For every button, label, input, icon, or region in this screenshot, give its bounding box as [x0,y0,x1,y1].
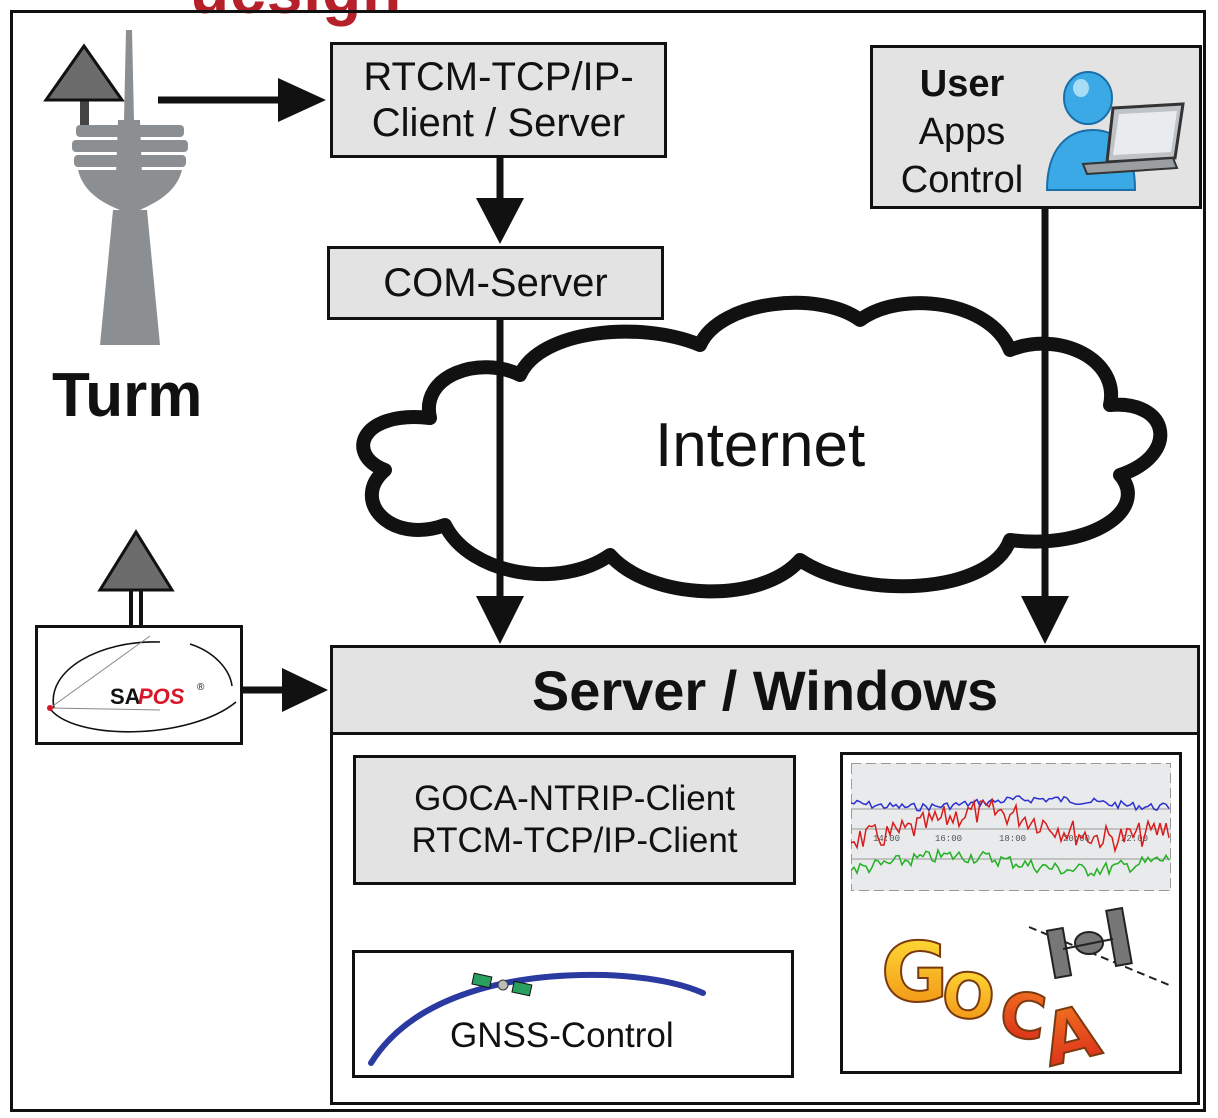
arrow-com-to-server [476,318,524,644]
goca-ntrip-client-box: GOCA-NTRIP-Client RTCM-TCP/IP-Client [353,755,796,885]
timeseries-chart-icon: 14:00 16:00 18:00 20:00 22:00 [851,763,1171,891]
tick-label: 16:00 [935,834,962,844]
arrow-user-to-server [1021,208,1069,644]
tick-label: 20:00 [1063,834,1090,844]
sapos-antenna-icon [97,529,175,628]
header-fragment: ucsign [190,0,402,28]
user-laptop-icon [1045,71,1185,191]
tick-label: 14:00 [873,834,900,844]
series-green-line [851,847,1170,878]
tick-label: 22:00 [1121,834,1148,844]
com-server-box: COM-Server [327,246,664,320]
sapos-logo-icon: SA POS ® [47,635,237,733]
arrow-rtcm-to-com [476,156,524,244]
arrow-sapos-to-server [242,668,328,712]
series-red-line [851,797,1170,854]
user-title: User [919,63,1005,105]
tower-icon [43,30,188,345]
internet-label: Internet [655,411,866,480]
gnss-control-box: GNSS-Control [352,950,794,1078]
goca-letter-c: C [995,977,1050,1056]
goca-client-line-2: RTCM-TCP/IP-Client [411,821,738,860]
arrow-tower-to-rtcm [158,78,326,122]
tower-label: Turm [52,361,203,430]
goca-satellite-icon [1045,906,1133,980]
gnss-control-label: GNSS-Control [450,1016,674,1055]
satellite-orbit-icon [368,971,706,1066]
sapos-box: SA POS ® [35,625,243,745]
user-box: User Apps Control [870,45,1202,209]
goca-letter-a: A [1033,988,1108,1075]
goca-client-line-1: GOCA-NTRIP-Client [414,779,735,818]
goca-logo-icon: G O C A [880,906,1170,1075]
goca-letter-o: O [938,957,998,1035]
user-apps-label: Apps [918,111,1006,153]
diagram-frame [10,10,1206,1112]
goca-letter-g: G [881,926,948,1021]
sapos-sa-text: SA [110,684,141,709]
goca-panel: 14:00 16:00 18:00 20:00 22:00 G O C A [840,752,1182,1075]
server-windows-header: Server / Windows [330,645,1200,735]
series-blue-line [851,795,1170,812]
sapos-pos-text: POS [138,684,185,709]
user-control-label: Control [900,159,1024,201]
com-server-label: COM-Server [383,261,608,305]
rtcm-line-1: RTCM-TCP/IP- [363,55,634,99]
rtcm-line-2: Client / Server [371,101,626,145]
internet-cloud [356,295,1168,599]
server-windows-title: Server / Windows [531,658,999,722]
tick-label: 18:00 [999,834,1026,844]
sapos-reg-text: ® [197,682,205,693]
rtcm-client-server-box: RTCM-TCP/IP- Client / Server [330,42,667,158]
